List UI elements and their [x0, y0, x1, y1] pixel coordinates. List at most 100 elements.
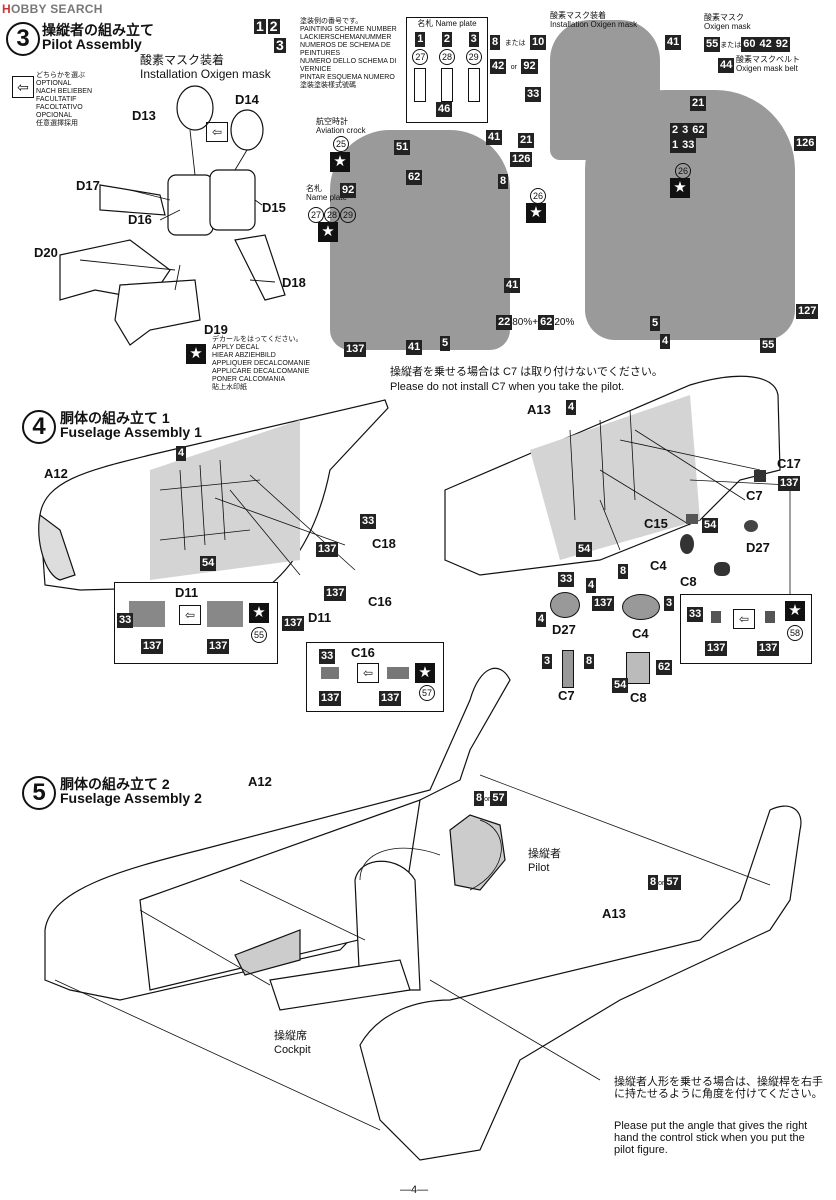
color-55p3: 55 [760, 338, 777, 353]
step-3-title-jp: 操縦者の組み立て [42, 22, 154, 38]
photo1-mask-jp: 酸素マスク装着 [550, 11, 606, 20]
color-5p3: 5 [650, 316, 661, 331]
color-54e: 54 [612, 678, 629, 693]
color-54r: 54 [702, 518, 719, 533]
nameplate-title: 名札 Name plate [417, 19, 477, 28]
color-4r: 4 [566, 400, 577, 415]
part-D27: D27 [746, 540, 770, 555]
color-4e: 4 [536, 612, 547, 627]
photo1-color-42: 42 or 92 [490, 59, 538, 74]
part-C7: C7 [746, 488, 763, 503]
decal-26p3: 26 [675, 163, 691, 179]
belt-en: Oxigen mask belt [736, 64, 798, 73]
optional-arrow-icon: ⇦ [12, 76, 34, 98]
color-21: 21 [518, 133, 535, 148]
name-color: 92 [340, 183, 357, 198]
decal-star-icon: ★ [415, 663, 435, 683]
part-C4b: C4 [632, 626, 649, 641]
step-4-title-jp: 胴体の組み立て 1 [60, 410, 170, 426]
page-number: —4— [400, 1184, 429, 1196]
color-137: 137 [316, 542, 339, 557]
pilot-jp: 操縦者 [528, 848, 561, 860]
part-D19: D19 [204, 322, 228, 337]
decal-star-icon: ★ [785, 601, 805, 621]
color-5: 5 [440, 336, 451, 351]
step-4-title-en: Fuselage Assembly 1 [60, 424, 202, 440]
c17-option-box: 33 ⇦ ★ 58 137 137 [680, 594, 812, 664]
color-54r2: 54 [576, 542, 593, 557]
part-C16: C16 [368, 594, 392, 609]
color-44: 44 [718, 58, 735, 73]
color-41c: 41 [406, 340, 423, 355]
optional-arrow-icon: ⇦ [733, 609, 755, 629]
color-126p3: 126 [794, 136, 817, 151]
cockpit-en: Cockpit [274, 1044, 311, 1056]
step-3-number: 3 [6, 22, 40, 56]
c8-drawing [626, 652, 650, 684]
color-137: 137 [344, 342, 367, 357]
step5-note-jp: 操縦者人形を乗せる場合は、操縦桿を右手に持たせるように角度を付けてください。 [614, 1076, 823, 1100]
part-A13: A13 [527, 402, 551, 417]
decal-star-icon: ★ [670, 178, 690, 198]
color-62: 62 [406, 170, 423, 185]
part-D27b: D27 [552, 622, 576, 637]
c7-drawing [562, 650, 574, 688]
color-8d: 8 [618, 564, 629, 579]
color-41: 41 [486, 130, 503, 145]
step4-note-en: Please do not install C7 when you take t… [390, 381, 625, 393]
optional-arrow-icon: ⇦ [179, 605, 201, 625]
hobby-search-logo: HOBBY SEARCH [2, 2, 103, 16]
decal-star-icon: ★ [330, 152, 350, 172]
decal-26: 26 [530, 188, 546, 204]
part-D17: D17 [76, 178, 100, 193]
color-33d: 33 [558, 572, 575, 587]
color-62e: 62 [656, 660, 673, 675]
crock-en: Aviation crock [316, 126, 366, 135]
mask-jp: 酸素マスク装着 [140, 53, 225, 67]
step-3-title-en: Pilot Assembly [42, 36, 142, 52]
crock-decal: 25 [333, 136, 349, 152]
part-C18: C18 [372, 536, 396, 551]
photo3-mask-en: Oxigen mask [704, 22, 751, 31]
part-A13-s5: A13 [602, 906, 626, 921]
part-D20: D20 [34, 245, 58, 260]
step-5-title-en: Fuselage Assembly 2 [60, 790, 202, 806]
color-137b: 137 [324, 586, 347, 601]
color-137r: 137 [778, 476, 801, 491]
part-C8b: C8 [630, 690, 647, 705]
d27-drawing [550, 592, 580, 618]
color-4d: 4 [586, 578, 597, 593]
scheme-legend: 塗装例の番号です。PAINTING SCHEME NUMBER LACKIERS… [300, 18, 397, 89]
photo3-mask-jp: 酸素マスク [704, 13, 744, 22]
step4-note-jp: 操縦者を乗せる場合は C7 は取り付けないでください。 [390, 366, 663, 378]
pilot-en: Pilot [528, 862, 550, 874]
c4-drawing [622, 594, 660, 620]
color-46: 46 [436, 102, 453, 117]
part-C4: C4 [650, 558, 667, 573]
color-3e: 3 [542, 654, 553, 669]
color-51: 51 [394, 140, 411, 155]
photo1-mask-en: Installation Oxigen mask [550, 20, 638, 29]
part-C8: C8 [680, 574, 697, 589]
step5-note-en: Please put the angle that gives the righ… [614, 1120, 808, 1156]
part-D15: D15 [262, 200, 286, 215]
decal-star-icon: ★ [526, 203, 546, 223]
d11-option-box: D11 33 ⇦ ★ 55 137 137 [114, 582, 278, 664]
belt-jp: 酸素マスクベルト [736, 55, 800, 64]
color-41b: 41 [504, 278, 521, 293]
part-D18: D18 [282, 275, 306, 290]
photo1-color-33: 33 [525, 87, 542, 102]
part-C17: C17 [777, 456, 801, 471]
mask-en: Installation Oxigen mask [140, 67, 271, 81]
part-D11: D11 [308, 610, 332, 625]
color-4p3: 4 [660, 334, 671, 349]
color-21p3: 21 [690, 96, 707, 111]
decal-star-icon: ★ [318, 222, 338, 242]
